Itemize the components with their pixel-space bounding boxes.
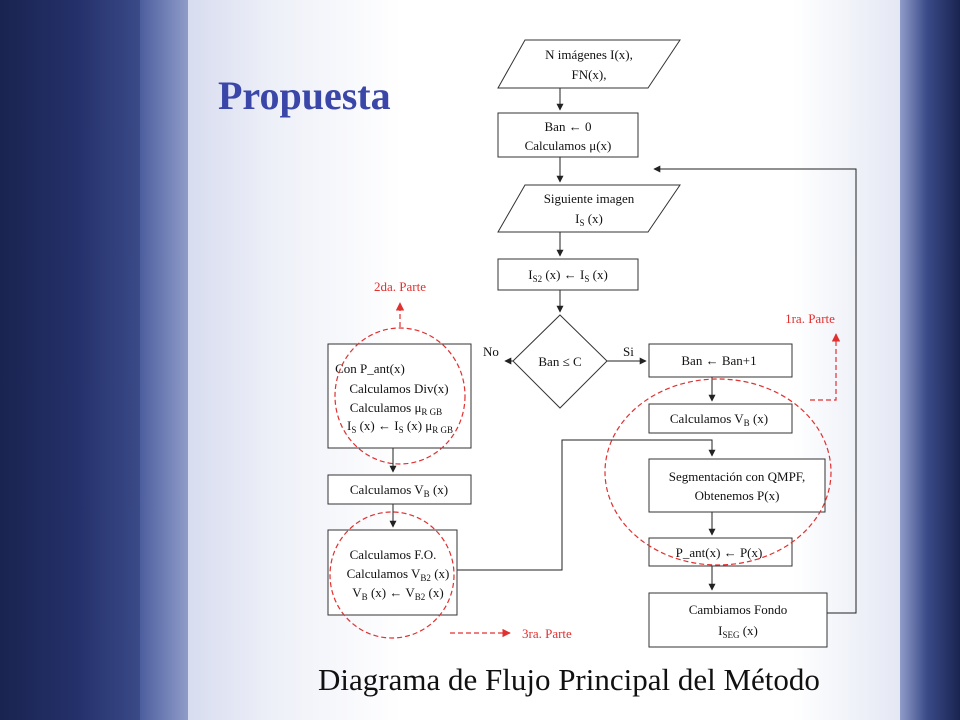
part-annotations: 2da. Parte 1ra. Parte 3ra. Parte [329,279,841,641]
pant-text: P_ant(x) ← P(x) [676,545,763,560]
left-vb-text: Calculamos VB (x) [350,482,448,499]
right-background-band [900,0,960,720]
node-left-fo: Calculamos F.O. Calculamos VB2 (x) VB (x… [327,529,458,616]
change-background-line1: Cambiamos Fondo [689,602,788,617]
node-ban-increment: Ban ← Ban+1 [648,343,793,378]
left-block-line1: Con P_ant(x) [335,361,405,376]
node-next-image-line2: IS (x) [575,211,603,228]
node-input: N imágenes I(x), FN(x), [497,39,681,89]
node-next-image-line1: Siguiente imagen [544,191,635,206]
node-decision: Ban ≤ C No Si [483,314,634,409]
left-block-line4: IS (x) ← IS (x) μR GB [347,418,453,435]
node-change-background: Cambiamos Fondo ISEG (x) [648,592,828,648]
part1-ellipse [604,378,832,566]
slide-title: Propuesta [218,73,391,118]
node-assign: IS2 (x) ← IS (x) [497,258,639,291]
node-init-line2: Calculamos μ(x) [525,138,612,153]
left-fo-line3: VB (x) ← VB2 (x) [352,585,443,602]
node-assign-text: IS2 (x) ← IS (x) [528,267,608,284]
left-fo-line2: Calculamos VB2 (x) [347,566,450,583]
left-block-line2: Calculamos Div(x) [349,381,448,396]
part1-label: 1ra. Parte [785,311,835,326]
decision-si-label: Si [623,344,634,359]
node-right-vb: Calculamos VB (x) [648,403,793,434]
segmentation-line1: Segmentación con QMPF, [669,469,806,484]
node-left-vb: Calculamos VB (x) [327,474,472,505]
flow-edges [389,88,857,614]
node-pant: P_ant(x) ← P(x) [648,537,793,567]
node-init-line1: Ban ← 0 [545,119,592,134]
part2-label: 2da. Parte [374,279,426,294]
edge-fo-seg [457,439,716,571]
node-next-image: Siguiente imagen IS (x) [497,184,681,233]
ban-increment-text: Ban ← Ban+1 [681,353,756,368]
node-input-line2: FN(x), [571,67,606,82]
segmentation-line2: Obtenemos P(x) [695,488,780,503]
part3-label: 3ra. Parte [522,626,572,641]
left-background-band [0,0,140,720]
node-input-line1: N imágenes I(x), [545,47,633,62]
node-init: Ban ← 0 Calculamos μ(x) [497,112,639,158]
decision-no-label: No [483,344,499,359]
change-background-line2: ISEG (x) [718,623,758,640]
part3-ellipse [329,511,455,639]
edge-loop-back [653,165,857,614]
part2-ellipse [334,327,466,465]
left-gradient-band [140,0,188,720]
node-segmentation: Segmentación con QMPF, Obtenemos P(x) [648,458,826,513]
part1-pointer [810,333,841,401]
right-vb-text: Calculamos VB (x) [670,411,768,428]
left-block-line3: Calculamos μR GB [350,400,442,417]
left-fo-line1: Calculamos F.O. [350,547,437,562]
diagram-caption: Diagrama de Flujo Principal del Método [318,662,820,697]
decision-text: Ban ≤ C [538,354,581,369]
node-left-block: Con P_ant(x) Calculamos Div(x) Calculamo… [327,343,472,449]
